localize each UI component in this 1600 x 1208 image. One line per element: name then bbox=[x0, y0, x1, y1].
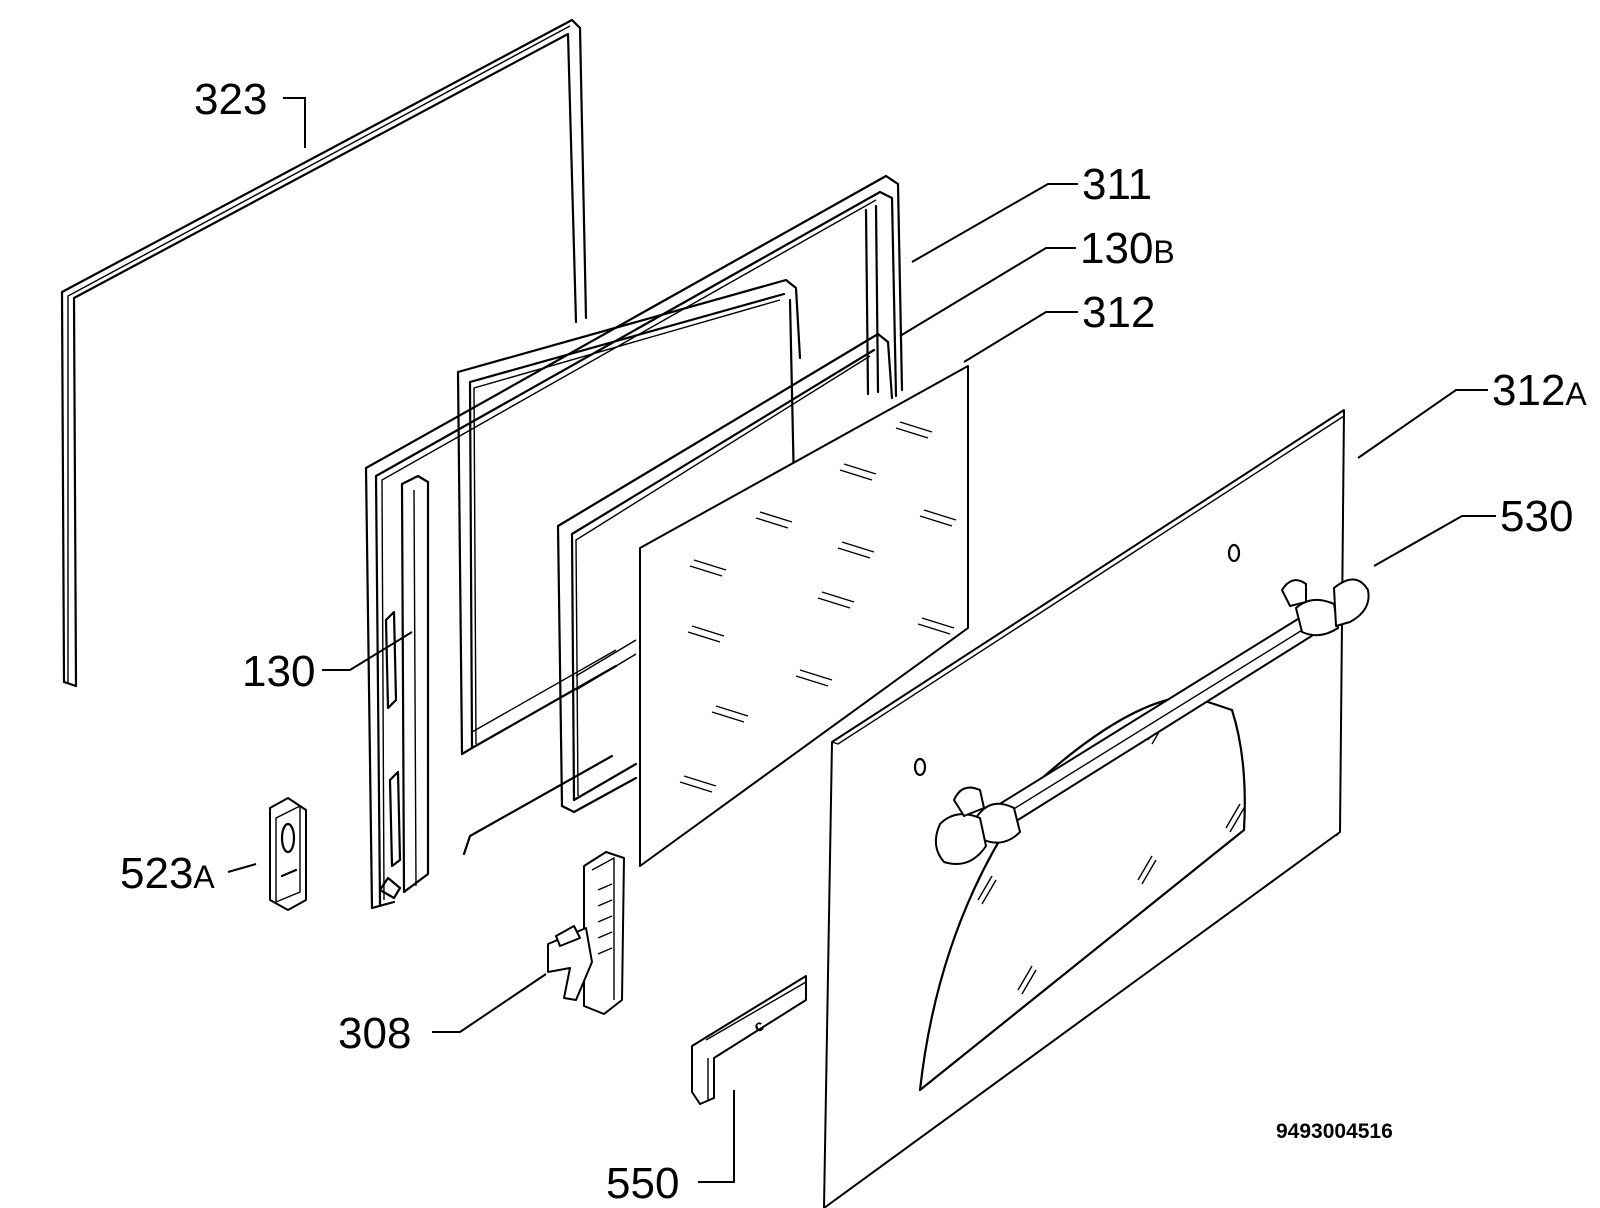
part-550-trim-strip bbox=[691, 975, 807, 1105]
part-312-inner-glass bbox=[639, 365, 969, 867]
part-323-door-seal bbox=[60, 18, 588, 688]
label-550: 550 bbox=[606, 1159, 680, 1208]
part-130b-inner-seal bbox=[556, 332, 894, 814]
leader-550 bbox=[698, 1090, 735, 1183]
leader-523a bbox=[227, 863, 257, 873]
leader-lines bbox=[227, 97, 1496, 1183]
label-312a: 312A bbox=[1492, 366, 1587, 415]
label-311: 311 bbox=[1082, 160, 1153, 209]
label-523a: 523A bbox=[120, 849, 215, 898]
label-130: 130 bbox=[242, 647, 316, 696]
label-130b: 130B bbox=[1080, 224, 1175, 273]
leader-312 bbox=[963, 311, 1078, 363]
part-311-inner-door-frame bbox=[364, 174, 904, 910]
label-308: 308 bbox=[338, 1009, 412, 1058]
leader-312a bbox=[1357, 389, 1488, 459]
part-530-door-handle bbox=[934, 578, 1370, 865]
label-312: 312 bbox=[1082, 288, 1156, 337]
drawing-code: 9493004516 bbox=[1276, 1120, 1393, 1143]
label-323: 323 bbox=[194, 75, 268, 124]
leader-308 bbox=[432, 973, 547, 1033]
leader-530 bbox=[1373, 515, 1496, 567]
leader-130 bbox=[322, 631, 413, 671]
leader-311 bbox=[911, 183, 1078, 263]
label-530: 530 bbox=[1500, 492, 1574, 541]
part-523a-latch-plate bbox=[269, 797, 307, 911]
leader-323 bbox=[283, 97, 306, 148]
leader-130b bbox=[899, 247, 1076, 337]
part-308-door-hinge bbox=[547, 851, 625, 1015]
